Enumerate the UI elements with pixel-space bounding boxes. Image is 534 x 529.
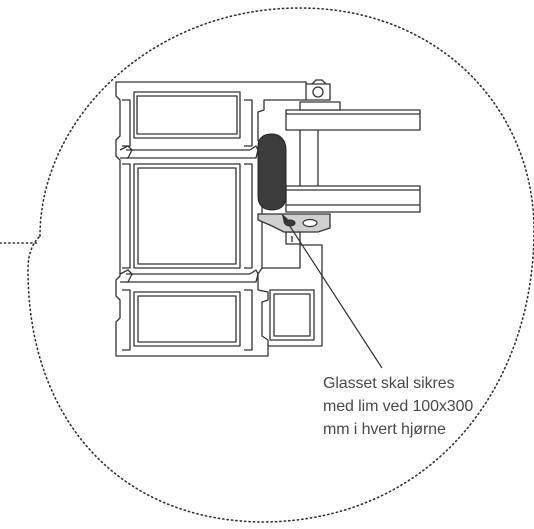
caption-line-3: mm i hvert hjørne <box>323 421 446 438</box>
annotation-caption: Glasset skal sikres med lim ved 100x300 … <box>323 372 533 441</box>
caption-line-1: Glasset skal sikres <box>323 375 455 392</box>
caption-line-2: med lim ved 100x300 <box>323 398 474 415</box>
detail-circle <box>27 7 534 523</box>
top-clip <box>306 79 331 101</box>
frame-profile <box>115 81 307 357</box>
glue-bead <box>257 133 287 211</box>
glass-unit <box>285 101 421 213</box>
leader-line <box>281 213 383 369</box>
leader-arrow <box>282 214 288 224</box>
outer-frame <box>262 231 323 347</box>
glazing-bracket <box>257 213 331 233</box>
